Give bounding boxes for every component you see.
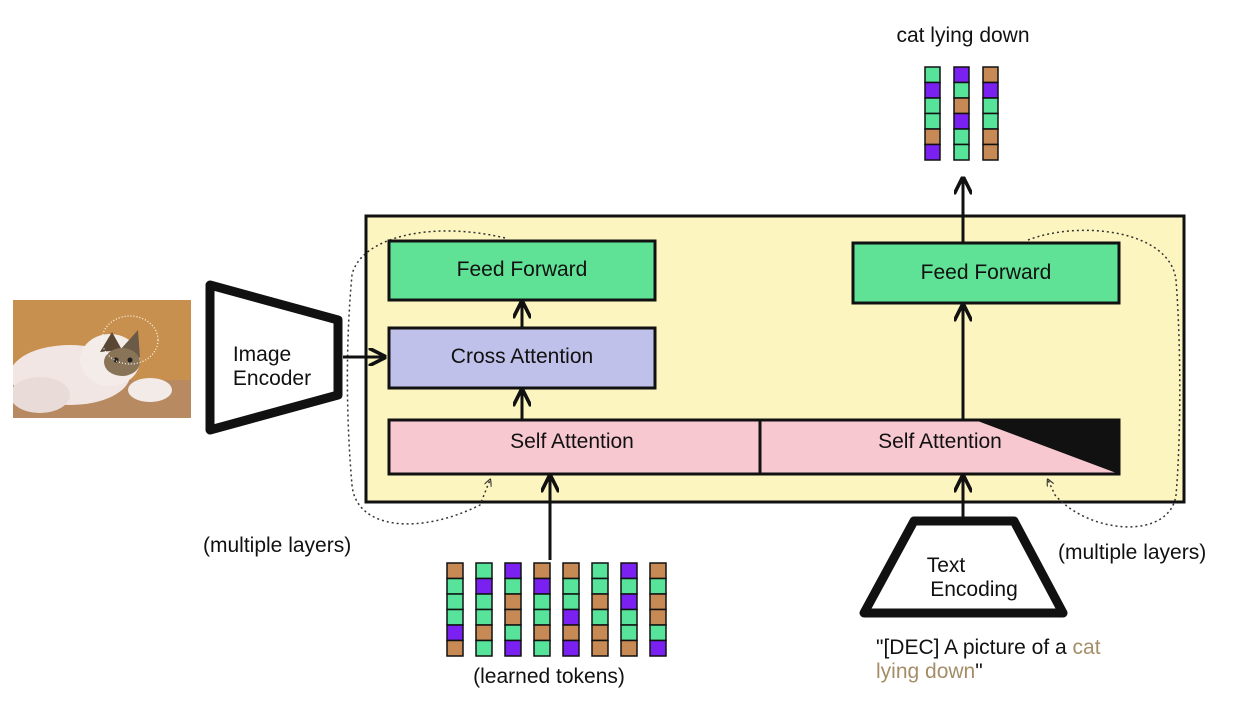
output-token-0-3 xyxy=(924,112,941,130)
learned-token-4-3 xyxy=(562,608,580,626)
learned-token-5-1 xyxy=(591,577,609,595)
learned-token-3-0 xyxy=(533,562,551,580)
cat-photo xyxy=(13,300,191,418)
output-token-0-2 xyxy=(924,97,941,115)
self-attention-left-label: Self Attention xyxy=(510,430,634,453)
learned-token-4-5 xyxy=(562,639,580,657)
multiple-layers-right-label: (multiple layers) xyxy=(1058,541,1206,564)
output-token-1-2 xyxy=(953,97,970,115)
learned-token-2-1 xyxy=(504,577,522,595)
learned-token-4-4 xyxy=(562,624,580,642)
output-token-2-4 xyxy=(982,128,999,146)
feed-forward-left-label: Feed Forward xyxy=(457,258,588,281)
output-token-2-2 xyxy=(982,97,999,115)
learned-token-1-3 xyxy=(475,608,493,626)
learned-token-2-3 xyxy=(504,608,522,626)
output-token-1-0 xyxy=(953,66,970,84)
output-token-grid xyxy=(924,66,999,161)
learned-token-3-5 xyxy=(533,639,551,657)
learned-token-7-0 xyxy=(649,562,667,580)
learned-token-0-5 xyxy=(446,639,464,657)
learned-tokens-label: (learned tokens) xyxy=(473,665,625,688)
output-token-2-3 xyxy=(982,112,999,130)
learned-token-1-0 xyxy=(475,562,493,580)
output-token-1-1 xyxy=(953,81,970,99)
feed-forward-right xyxy=(851,241,1121,305)
learned-token-5-4 xyxy=(591,624,609,642)
learned-token-4-2 xyxy=(562,593,580,611)
learned-token-1-4 xyxy=(475,624,493,642)
output-token-1-5 xyxy=(953,143,970,161)
learned-token-5-3 xyxy=(591,608,609,626)
multiple-layers-left-label: (multiple layers) xyxy=(203,534,351,557)
learned-token-6-3 xyxy=(620,608,638,626)
learned-token-5-5 xyxy=(591,639,609,657)
learned-token-6-0 xyxy=(620,562,638,580)
learned-token-6-1 xyxy=(620,577,638,595)
prompt-highlight: cat lying down xyxy=(876,636,1101,683)
learned-token-0-0 xyxy=(446,562,464,580)
output-token-1-3 xyxy=(953,112,970,130)
image-encoder-label-line2: Encoder xyxy=(233,367,311,390)
learned-token-7-3 xyxy=(649,608,667,626)
learned-token-7-2 xyxy=(649,593,667,611)
image-encoder xyxy=(205,280,343,435)
learned-token-4-0 xyxy=(562,562,580,580)
learned-token-0-3 xyxy=(446,608,464,626)
output-token-2-5 xyxy=(982,143,999,161)
learned-token-1-5 xyxy=(475,639,493,657)
learned-token-4-1 xyxy=(562,577,580,595)
output-token-2-0 xyxy=(982,66,999,84)
learned-token-6-4 xyxy=(620,624,638,642)
learned-token-5-2 xyxy=(591,593,609,611)
learned-token-2-4 xyxy=(504,624,522,642)
learned-token-1-2 xyxy=(475,593,493,611)
prompt-suffix: " xyxy=(975,660,983,683)
learned-token-7-4 xyxy=(649,624,667,642)
self-attention-block xyxy=(387,418,1121,476)
prompt-prefix: "[DEC] A picture of a xyxy=(876,636,1073,659)
learned-token-3-4 xyxy=(533,624,551,642)
learned-token-0-2 xyxy=(446,593,464,611)
text-encoder-label-line1: Text xyxy=(927,554,966,577)
output-token-0-0 xyxy=(924,66,941,84)
feed-forward-left xyxy=(387,239,657,302)
learned-token-2-5 xyxy=(504,639,522,657)
loop-left xyxy=(346,230,506,525)
output-label: cat lying down xyxy=(896,24,1029,47)
text-encoder xyxy=(859,516,1068,618)
output-token-0-4 xyxy=(924,128,941,146)
learned-token-2-0 xyxy=(504,562,522,580)
learned-token-1-1 xyxy=(475,577,493,595)
feed-forward-right-label: Feed Forward xyxy=(921,261,1052,284)
learned-token-7-1 xyxy=(649,577,667,595)
loop-right xyxy=(1027,229,1181,528)
learned-token-0-1 xyxy=(446,577,464,595)
self-attention-right-label: Self Attention xyxy=(878,430,1002,453)
learned-token-7-5 xyxy=(649,639,667,657)
learned-token-6-5 xyxy=(620,639,638,657)
causal-mask-triangle xyxy=(975,420,1119,474)
text-prompt: "[DEC] A picture of a cat lying down" xyxy=(876,636,1106,684)
output-token-1-4 xyxy=(953,128,970,146)
learned-token-3-1 xyxy=(533,577,551,595)
output-token-0-5 xyxy=(924,143,941,161)
output-token-2-1 xyxy=(982,81,999,99)
learned-token-6-2 xyxy=(620,593,638,611)
learned-token-0-4 xyxy=(446,624,464,642)
output-token-0-1 xyxy=(924,81,941,99)
image-encoder-label-line1: Image xyxy=(233,343,291,366)
text-encoder-label-line2: Encoding xyxy=(930,578,1018,601)
learned-token-3-3 xyxy=(533,608,551,626)
learned-token-3-2 xyxy=(533,593,551,611)
cross-attention-label: Cross Attention xyxy=(451,345,593,368)
learned-token-5-0 xyxy=(591,562,609,580)
learned-token-2-2 xyxy=(504,593,522,611)
learned-token-grid xyxy=(446,562,667,657)
